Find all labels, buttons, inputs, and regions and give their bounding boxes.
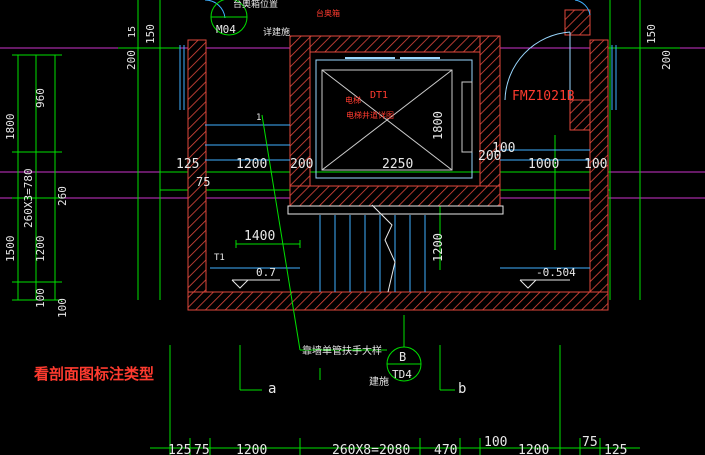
dim-bottom-470: 470 (434, 443, 457, 455)
elevator-note-2: 电梯井道详图 (346, 110, 394, 120)
callout-ref-bottom: 建施 (369, 375, 389, 388)
dim-bottom-75: 75 (194, 443, 210, 455)
dim-100-a: 100 (34, 288, 47, 308)
dim-mid-100: 100 (492, 141, 515, 156)
door-jamb-bottom (569, 99, 591, 131)
door-label: FMZ1021B (512, 89, 575, 104)
level-left: 0.7 (256, 266, 276, 279)
axis-b-label: b (458, 381, 466, 397)
stair-landing (287, 204, 504, 293)
callout-letter-b: B (399, 350, 406, 364)
dim-mid-1800v: 1800 (431, 111, 445, 140)
dim-260: 260 (56, 186, 69, 206)
dim-mid-75: 75 (196, 175, 210, 189)
dim-mid-1200v: 1200 (431, 233, 445, 262)
dim-left-150: 150 (144, 24, 157, 44)
level-tag-t1: T1 (214, 253, 225, 263)
dim-960: 960 (34, 88, 47, 108)
dim-1200-left: 1200 (34, 236, 47, 263)
callout-id-td4: TD4 (392, 368, 412, 381)
dim-mid-100b: 100 (584, 157, 607, 172)
dim-mid-200b: 200 (478, 149, 501, 164)
dim-15: 15 (127, 26, 138, 38)
elevator-shaft (315, 57, 473, 179)
dim-bottom-260x8: 260X8=2080 (332, 443, 410, 455)
level-markers (231, 279, 570, 289)
level-right: -0.504 (536, 266, 576, 279)
callout-id: M04 (216, 23, 236, 36)
dim-mid-1000: 1000 (528, 157, 559, 172)
dim-1800: 1800 (4, 114, 17, 141)
dim-right-150: 150 (645, 24, 658, 44)
callout-top-right-text: 台奥箱 (316, 8, 340, 18)
dim-bottom-100: 100 (484, 435, 507, 450)
door-jamb-top (564, 9, 591, 36)
marker-1: 1 (256, 113, 261, 123)
dim-bottom-75b: 75 (582, 435, 598, 450)
callout-top-text: 台奥箱位置 (233, 0, 278, 10)
elevator-bottom-wall (289, 185, 501, 207)
dim-260x3: 260X3=780 (22, 168, 35, 228)
dim-100-b: 100 (56, 298, 69, 318)
elevator-right-wall (479, 35, 501, 207)
door-swing (204, 0, 591, 101)
dim-mid-1200: 1200 (236, 157, 267, 172)
dim-mid-125: 125 (176, 157, 199, 172)
callout-ref: 详建施 (263, 26, 290, 38)
dim-bottom-125b: 125 (604, 443, 627, 455)
dim-mid-1400: 1400 (244, 229, 275, 244)
elevator-top-wall (289, 35, 501, 53)
dim-1500: 1500 (4, 236, 17, 263)
callouts (210, 0, 422, 382)
dimension-lines (12, 0, 680, 455)
dim-mid-2250: 2250 (382, 157, 413, 172)
walls (187, 9, 609, 311)
dim-left-200: 200 (125, 50, 138, 70)
bottom-wall (187, 291, 609, 311)
elevator-tag: DT1 (370, 90, 388, 101)
dim-right-200: 200 (660, 50, 673, 70)
axis-a-label: a (268, 381, 276, 397)
dim-bottom-1200b: 1200 (518, 443, 549, 455)
elevator-left-wall (289, 35, 311, 207)
handrail-note: 靠墙单管扶手大样 (302, 344, 382, 357)
dim-bottom-1200: 1200 (236, 443, 267, 455)
dim-bottom-125: 125 (168, 443, 191, 455)
elevator-note-1: 电梯 (345, 95, 361, 105)
stair-treads (205, 124, 590, 292)
annotation-label: 看剖面图标注类型 (34, 365, 155, 383)
dim-mid-200: 200 (290, 157, 313, 172)
side-windows (179, 45, 617, 110)
right-wall (589, 39, 609, 311)
